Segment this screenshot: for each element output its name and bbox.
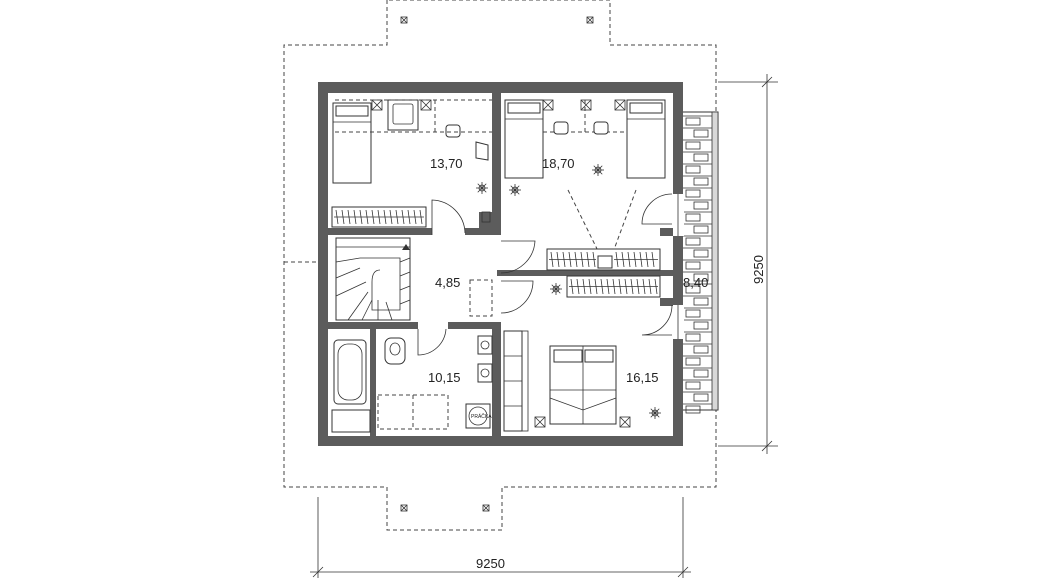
dimension-width-label: 9250 bbox=[476, 556, 505, 571]
plant-icon bbox=[649, 407, 661, 419]
balcony-tile bbox=[693, 249, 709, 258]
balcony-tile bbox=[693, 297, 709, 306]
room-area-bedroom-se: 16,15 bbox=[626, 370, 659, 385]
room-area-bedroom-nw: 13,70 bbox=[430, 156, 463, 171]
roof-outline bbox=[283, 0, 717, 531]
balcony-tile bbox=[693, 321, 709, 330]
balcony-tile bbox=[693, 201, 709, 210]
balcony-tile bbox=[693, 129, 709, 138]
plants bbox=[476, 164, 661, 419]
balcony-tile bbox=[693, 369, 709, 378]
balcony-tile bbox=[685, 309, 701, 318]
balcony-tile bbox=[693, 153, 709, 162]
balcony-tile bbox=[693, 345, 709, 354]
room-area-bedroom-ne: 18,70 bbox=[542, 156, 575, 171]
balcony-tile bbox=[685, 333, 701, 342]
balcony-tile bbox=[693, 177, 709, 186]
plant-icon bbox=[592, 164, 604, 176]
room-area-hall: 4,85 bbox=[435, 275, 460, 290]
balcony-tile bbox=[685, 213, 701, 222]
balcony-tile bbox=[685, 189, 701, 198]
balcony-tile bbox=[693, 393, 709, 402]
hall-cabinet bbox=[469, 279, 493, 317]
dimension-height-label: 9250 bbox=[751, 255, 766, 284]
balcony-tile bbox=[685, 405, 701, 414]
bedroom-ne-furniture bbox=[504, 99, 666, 256]
balcony-tile bbox=[685, 141, 701, 150]
room-area-balcony: 8,40 bbox=[683, 275, 708, 290]
interior-walls bbox=[328, 93, 673, 436]
door-swings bbox=[417, 193, 673, 356]
tv-unit bbox=[597, 255, 613, 269]
bedroom-nw-furniture bbox=[332, 99, 492, 223]
dimension-height: 9250 bbox=[718, 74, 778, 454]
balcony-tile bbox=[685, 261, 701, 270]
balcony-tile bbox=[685, 165, 701, 174]
balcony-tile bbox=[685, 357, 701, 366]
balcony-tile bbox=[685, 117, 701, 126]
balcony-tile bbox=[685, 381, 701, 390]
east-windows bbox=[672, 194, 684, 339]
plant-icon bbox=[550, 283, 562, 295]
dimension-width: 9250 bbox=[310, 497, 691, 578]
balcony-tile bbox=[693, 273, 709, 282]
washer-label: PRÁČKA bbox=[471, 413, 492, 420]
plant-icon bbox=[476, 182, 488, 194]
plant-icon bbox=[509, 184, 521, 196]
room-area-bathroom: 10,15 bbox=[428, 370, 461, 385]
balcony bbox=[677, 111, 719, 414]
bathroom-fixtures bbox=[331, 335, 493, 433]
roof-markers bbox=[400, 16, 594, 512]
balcony-tile bbox=[685, 285, 701, 294]
balcony-tile bbox=[685, 237, 701, 246]
bedroom-se-furniture bbox=[503, 330, 631, 432]
staircase bbox=[335, 237, 411, 321]
balcony-tile bbox=[693, 225, 709, 234]
